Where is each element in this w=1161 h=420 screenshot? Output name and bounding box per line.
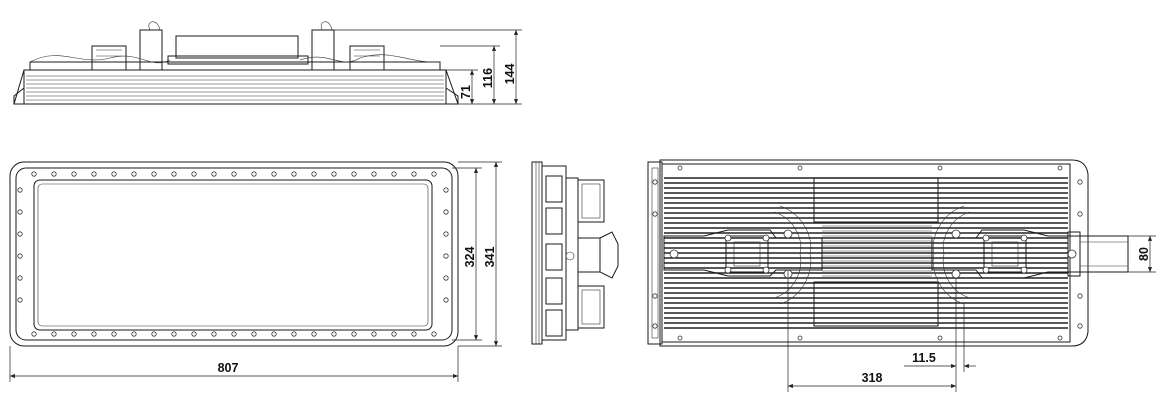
dim-80: 80 [1137,247,1151,261]
screw [443,187,449,193]
screw [71,171,77,177]
screw [211,171,217,177]
screw [351,331,357,337]
front-view: 324 341 807 [9,161,502,382]
screw [271,331,277,337]
screw [131,331,137,337]
screw [443,253,449,259]
back-view-rivets [652,165,1083,341]
screw [331,331,337,337]
rivet [797,335,803,341]
back-view-mount-left [663,205,823,305]
screw [211,331,217,337]
screw [443,275,449,281]
screw [391,331,397,337]
screw [51,331,57,337]
back-view-dimensions: 80 318 11.5 [787,235,1156,392]
rivet [652,323,658,329]
screw [311,171,317,177]
rivet [652,211,658,217]
screw [71,331,77,337]
screw [431,171,437,177]
top-view-body [13,69,459,105]
screw [131,171,137,177]
rivet [937,335,943,341]
dim-807: 807 [218,361,239,375]
top-view-bracket [29,21,441,71]
rivet [1057,165,1063,171]
screw [91,171,97,177]
screw [17,231,23,237]
screw [291,331,297,337]
dim-71: 71 [459,85,473,99]
dim-341: 341 [483,247,497,268]
rivet [652,179,658,185]
screw [17,253,23,259]
rivet [1077,323,1083,329]
screw [391,171,397,177]
screw [271,171,277,177]
screw [411,331,417,337]
dim-324: 324 [463,247,477,268]
screw [371,331,377,337]
rivet [652,293,658,299]
screw [17,187,23,193]
rivet [1077,211,1083,217]
dim-11-5: 11.5 [912,351,936,365]
screw [91,331,97,337]
rivet [1057,335,1063,341]
screw [251,331,257,337]
screw [111,171,117,177]
top-view: 71 116 144 [13,21,522,105]
back-view-mount-right [931,205,1081,305]
screw [291,171,297,177]
rivet [1077,179,1083,185]
screw [171,331,177,337]
rivet [797,165,803,171]
screw [443,209,449,215]
screw [31,331,37,337]
rivet [937,165,943,171]
screw [411,171,417,177]
screw [311,331,317,337]
screw [231,171,237,177]
rivet [677,335,683,341]
screw [171,171,177,177]
dim-116: 116 [481,68,495,88]
back-view [647,159,1129,347]
front-view-dimensions: 324 341 807 [9,161,502,382]
screw [431,331,437,337]
screw [17,297,23,303]
dim-144: 144 [503,64,517,85]
screw [443,297,449,303]
screw [31,171,37,177]
screw [351,171,357,177]
dim-318: 318 [862,371,883,385]
side-view [531,161,619,345]
screw [371,171,377,177]
screw [443,231,449,237]
screw [17,209,23,215]
screw [51,171,57,177]
screw [251,171,257,177]
screw [151,171,157,177]
screw [17,275,23,281]
screw [111,331,117,337]
rivet [1077,293,1083,299]
screw [151,331,157,337]
back-view-fins [664,177,1068,329]
top-view-dimensions: 71 116 144 [334,29,522,105]
screw [331,171,337,177]
screw [191,171,197,177]
screw [231,331,237,337]
front-view-screws [17,171,449,337]
rivet [677,165,683,171]
screw [191,331,197,337]
